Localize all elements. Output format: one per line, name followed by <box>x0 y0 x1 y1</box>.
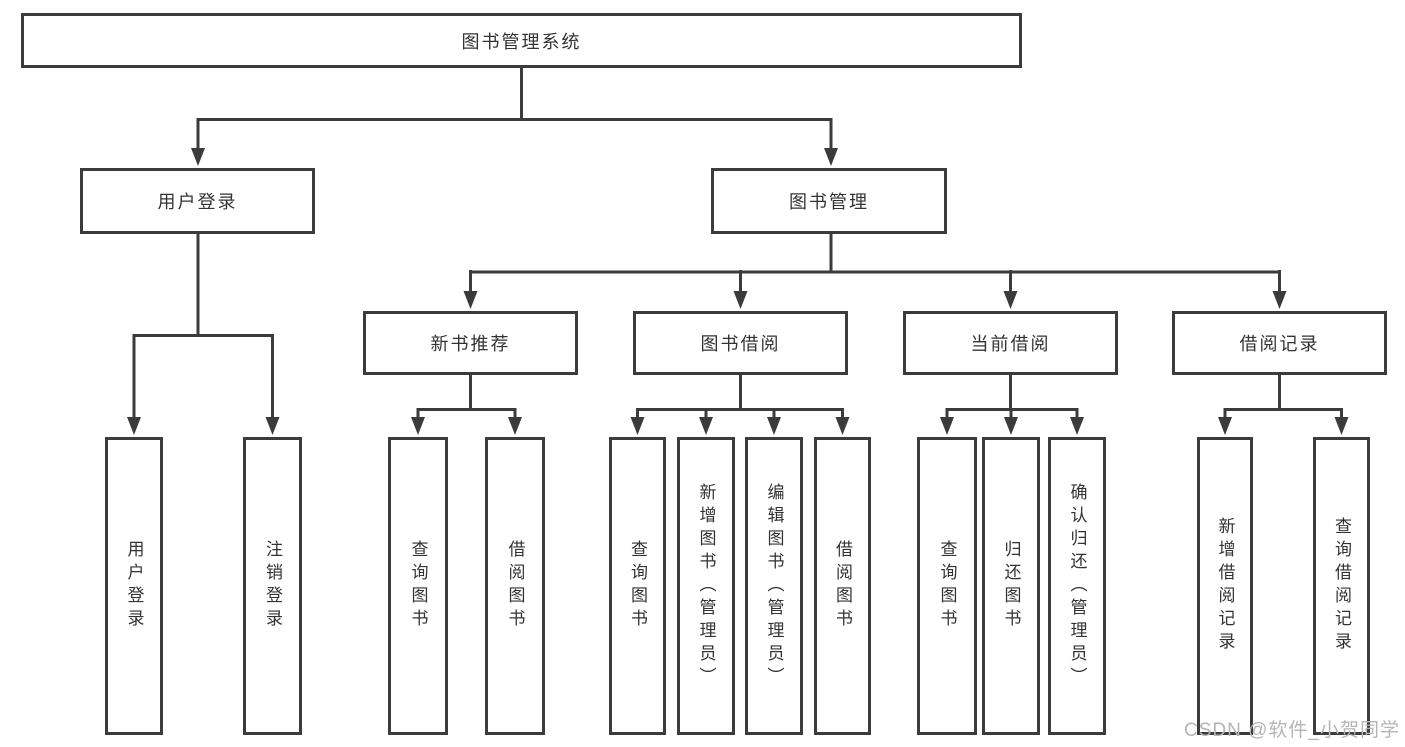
csdn-watermark: CSDN @软件_小贺同学 <box>1184 720 1400 741</box>
leaf-label: 用户登录 <box>124 540 144 632</box>
leaf-label: 新增借阅记录 <box>1215 517 1235 655</box>
node-label: 当前借阅 <box>970 334 1051 354</box>
leaf-user-logout: 注销登录 <box>243 437 302 735</box>
leaf-label: 注销登录 <box>263 540 282 632</box>
leaf-current-query-books: 查询图书 <box>917 437 977 735</box>
leaf-user-login: 用户登录 <box>105 437 163 735</box>
node-user-login-branch: 用户登录 <box>80 168 315 234</box>
node-label: 图书借阅 <box>700 334 781 354</box>
node-borrow-record: 借阅记录 <box>1172 311 1387 375</box>
node-library-system-root: 图书管理系统 <box>21 13 1022 68</box>
node-current-borrow: 当前借阅 <box>903 311 1118 375</box>
leaf-borrow-borrow-books: 借阅图书 <box>814 437 871 735</box>
leaf-label: 编辑图书（管理员） <box>764 482 784 690</box>
leaf-recommend-query-books: 查询图书 <box>388 437 448 735</box>
node-book-borrow: 图书借阅 <box>633 311 848 375</box>
leaf-borrow-add-books-admin: 新增图书（管理员） <box>677 437 735 735</box>
node-label: 图书管理系统 <box>461 31 582 52</box>
node-label: 借阅记录 <box>1239 334 1320 354</box>
leaf-borrow-edit-books-admin: 编辑图书（管理员） <box>745 437 803 735</box>
node-label: 用户登录 <box>157 192 238 212</box>
leaf-label: 归还图书 <box>1001 540 1021 632</box>
leaf-label: 查询图书 <box>937 540 957 632</box>
leaf-label: 确认归还（管理员） <box>1067 482 1087 690</box>
leaf-label: 借阅图书 <box>833 540 852 632</box>
leaf-record-query-borrow-record: 查询借阅记录 <box>1313 437 1370 735</box>
node-label: 新书推荐 <box>430 334 511 354</box>
leaf-label: 新增图书（管理员） <box>696 482 716 690</box>
leaf-current-return-books: 归还图书 <box>982 437 1040 735</box>
leaf-current-confirm-return-admin: 确认归还（管理员） <box>1048 437 1106 735</box>
node-book-management-branch: 图书管理 <box>711 168 947 234</box>
leaf-label: 查询借阅记录 <box>1332 517 1351 655</box>
leaf-record-add-borrow-record: 新增借阅记录 <box>1197 437 1253 735</box>
leaf-label: 查询图书 <box>408 540 428 632</box>
node-new-book-recommend: 新书推荐 <box>363 311 578 375</box>
leaf-label: 查询图书 <box>628 540 647 632</box>
leaf-recommend-borrow-books: 借阅图书 <box>485 437 545 735</box>
node-label: 图书管理 <box>789 192 869 212</box>
leaf-borrow-query-books: 查询图书 <box>609 437 666 735</box>
leaf-label: 借阅图书 <box>505 540 525 632</box>
